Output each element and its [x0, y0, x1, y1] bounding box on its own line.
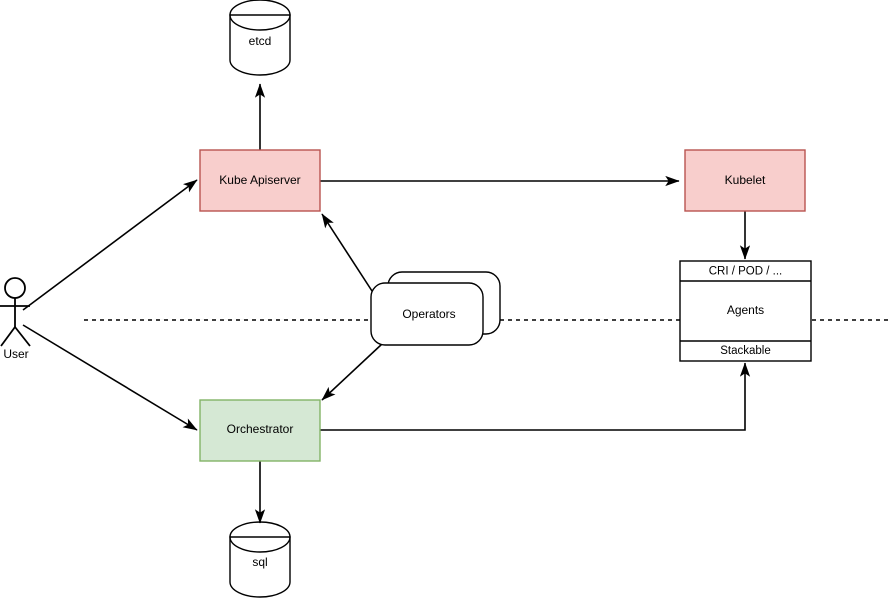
- node-sql[interactable]: sql: [229, 521, 291, 598]
- node-etcd[interactable]: etcd: [229, 0, 291, 76]
- actor-leg-right: [14, 326, 31, 347]
- node-agents[interactable]: CRI / POD / ... Agents Stackable: [679, 260, 812, 362]
- actor-head: [4, 277, 26, 299]
- edge-operators-to-apiserver: [321, 213, 373, 292]
- node-kube-apiserver-label: Kube Apiserver: [219, 173, 300, 187]
- actor-leg-left: [0, 326, 16, 347]
- node-operators-label: Operators: [402, 307, 455, 321]
- node-orchestrator-label: Orchestrator: [227, 422, 294, 436]
- node-kubelet-label: Kubelet: [725, 173, 766, 187]
- node-agents-header-label: CRI / POD / ...: [709, 266, 782, 278]
- node-user-actor[interactable]: User: [0, 277, 31, 361]
- node-etcd-label: etcd: [249, 34, 272, 48]
- node-agents-footer-label: Stackable: [720, 345, 771, 357]
- node-kube-apiserver[interactable]: Kube Apiserver: [199, 149, 321, 212]
- node-user-label: User: [3, 347, 28, 361]
- node-kubelet[interactable]: Kubelet: [684, 149, 806, 212]
- node-sql-label: sql: [252, 555, 267, 569]
- node-operators-front-card: [370, 282, 484, 346]
- node-orchestrator[interactable]: Orchestrator: [199, 399, 321, 462]
- node-operators[interactable]: Operators: [370, 271, 501, 346]
- edge-user-to-apiserver: [22, 179, 198, 311]
- edge-orchestrator-to-agents: [320, 362, 751, 431]
- edge-user-to-orchestrator: [22, 324, 198, 431]
- edge-operators-to-orchestrator: [321, 343, 383, 401]
- node-agents-body-label: Agents: [727, 303, 764, 317]
